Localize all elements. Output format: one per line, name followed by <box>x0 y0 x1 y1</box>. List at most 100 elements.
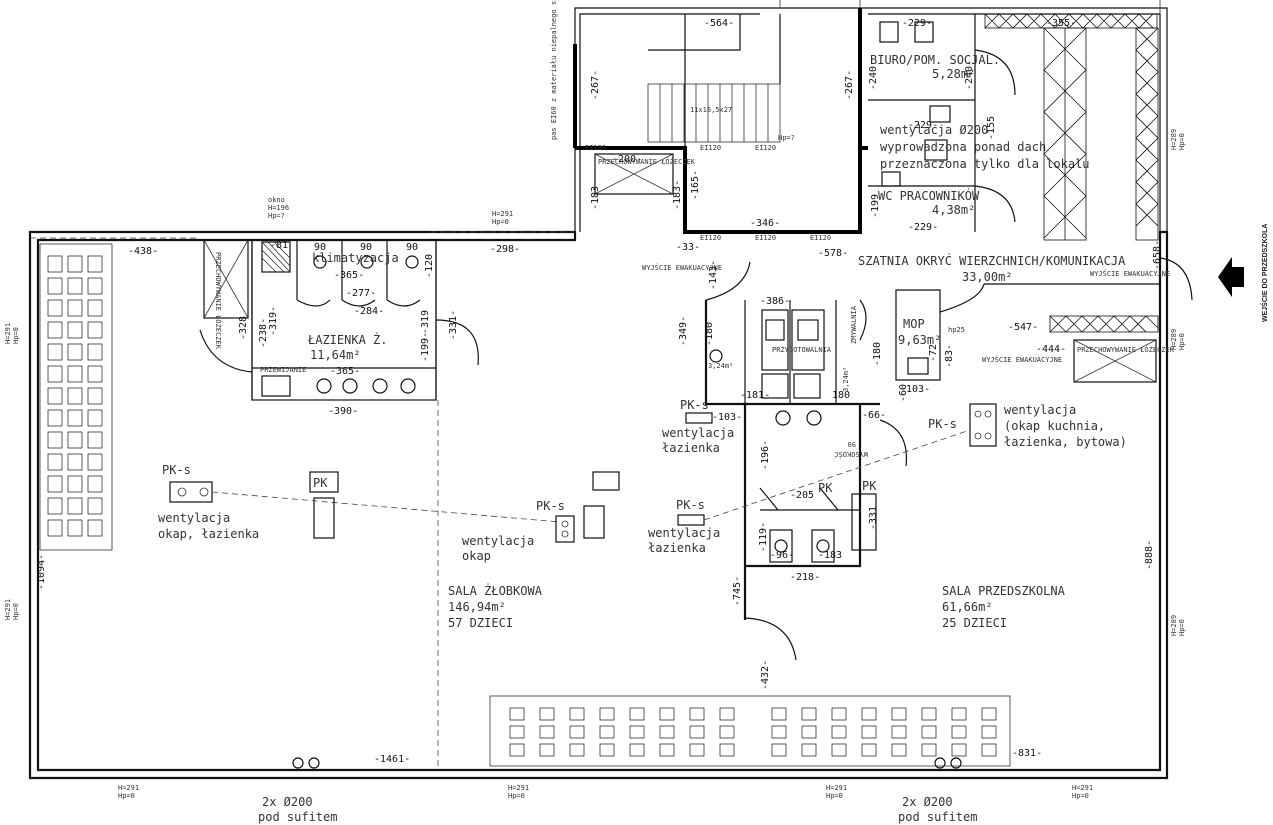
entrance-label: WEJŚCIE DO PRZEDSZKOLA <box>1260 224 1269 322</box>
dim: -1461- <box>374 754 410 765</box>
bed <box>47 409 63 427</box>
height-label: Hp=0 <box>1072 792 1089 800</box>
bed <box>87 431 103 449</box>
bed <box>87 321 103 339</box>
dim: -205 <box>790 490 814 501</box>
bed <box>47 255 63 273</box>
height-label: H=291 <box>118 784 139 792</box>
dim: -200- <box>612 154 642 165</box>
bed <box>951 707 967 721</box>
bed <box>831 725 847 739</box>
storage-right <box>1073 339 1157 383</box>
height-label: Hp=0 <box>492 218 509 226</box>
bed <box>689 707 705 721</box>
szatnia-name: SZATNIA OKRYĆ WIERZCHNICH/KOMUNIKACJA <box>858 253 1126 268</box>
bed <box>801 725 817 739</box>
okno-label: H=196 <box>268 204 289 212</box>
vent-laz-a-2: łazienka <box>662 441 720 455</box>
bed <box>689 725 705 739</box>
wysokosc-label: WYSOKOŚĆ <box>834 450 868 459</box>
dim: -658- <box>1152 240 1163 270</box>
dim: -238- <box>258 318 269 348</box>
fan-br-1: 2x Ø200 <box>902 795 953 809</box>
bed <box>891 707 907 721</box>
fan-bl-1: 2x Ø200 <box>262 795 313 809</box>
dim: -81 <box>270 240 288 251</box>
vent-top-line1: wentylacja Ø200 <box>880 123 988 137</box>
dim: -229- <box>908 120 938 131</box>
dim: -199- <box>420 332 431 362</box>
bed <box>861 725 877 739</box>
mop-name: MOP <box>903 317 925 331</box>
bed <box>47 497 63 515</box>
vent-okap-2: okap <box>462 549 491 563</box>
bed <box>921 707 937 721</box>
dim: -331 <box>868 506 879 530</box>
wysokosc-value: 90 <box>848 440 856 448</box>
side-height: H=289 <box>1170 129 1178 150</box>
dim: -267- <box>590 70 601 100</box>
dim: -267- <box>844 70 855 100</box>
height-label: H=291 <box>1072 784 1093 792</box>
dim: -196- <box>760 440 771 470</box>
bed <box>981 725 997 739</box>
bed <box>47 519 63 537</box>
vent-kuchnia-2: (okap kuchnia, <box>1004 419 1105 433</box>
bed <box>47 277 63 295</box>
bed <box>951 725 967 739</box>
exit-label: WYJŚCIE EWAKUACYJNE <box>982 355 1062 364</box>
dim: -331- <box>448 310 459 340</box>
bed <box>719 707 735 721</box>
wc-name: WC PRACOWNIKÓW <box>878 188 980 203</box>
bed <box>599 725 615 739</box>
dim: -165- <box>690 170 701 200</box>
bed <box>951 743 967 757</box>
bed <box>831 743 847 757</box>
dim: -103- <box>900 384 930 395</box>
fan-br-2: pod sufitem <box>898 810 977 824</box>
vent-kuchnia-3: łazienka, bytowa) <box>1004 435 1127 449</box>
bed <box>67 255 83 273</box>
hp25-label: hp25 <box>948 326 965 334</box>
dim: -365- <box>334 270 364 281</box>
height-label: Hp=0 <box>508 792 525 800</box>
dim: -96- <box>770 550 794 561</box>
bed <box>981 707 997 721</box>
dim: 90 <box>360 242 372 253</box>
bed <box>87 277 103 295</box>
dim: -183 <box>818 550 842 561</box>
wc-area: 4,38m² <box>932 203 975 217</box>
office-block: BIURO/POM. SOCJAL. 5,28m² WC PRACOWNIKÓW… <box>868 13 1159 333</box>
bed <box>629 707 645 721</box>
sala-zlobkowa-area: 146,94m² <box>448 600 506 614</box>
biuro-name: BIURO/POM. SOCJAL. <box>870 53 1000 67</box>
dim: -119- <box>758 522 769 552</box>
bed-area <box>39 243 113 551</box>
sala-przedszkolna-area: 61,66m² <box>942 600 993 614</box>
bed <box>719 743 735 757</box>
ei-label: EI120 <box>755 144 776 152</box>
vent-laz-b-1: wentylacja <box>648 526 720 540</box>
dim: -390- <box>328 406 358 417</box>
dim: -328 <box>238 316 249 340</box>
bed <box>67 519 83 537</box>
storage-label-right: PRZECHOWYWANIE ŁÓŻECZEK <box>1077 345 1175 354</box>
vent-okap-laz-1: wentylacja <box>158 511 230 525</box>
bed <box>509 725 525 739</box>
pk-label: PK <box>818 481 833 495</box>
bed <box>509 707 525 721</box>
bed <box>861 707 877 721</box>
bed <box>891 743 907 757</box>
dim: -888- <box>1144 540 1155 570</box>
okno-label: Hp=? <box>268 212 285 220</box>
sala-przedszkolna-people: 25 DZIECI <box>942 616 1007 630</box>
bed <box>771 743 787 757</box>
bed <box>831 707 847 721</box>
bed <box>67 497 83 515</box>
dim: -346- <box>750 218 780 229</box>
dim: -66- <box>862 410 886 421</box>
dim: -180 <box>704 322 715 346</box>
height-label: Hp=0 <box>826 792 843 800</box>
staircase-block: 11x16,5x27 Hp=? PRZECHOWYWANIE ŁÓŻECZEK … <box>550 0 868 242</box>
dim: -103- <box>712 412 742 423</box>
